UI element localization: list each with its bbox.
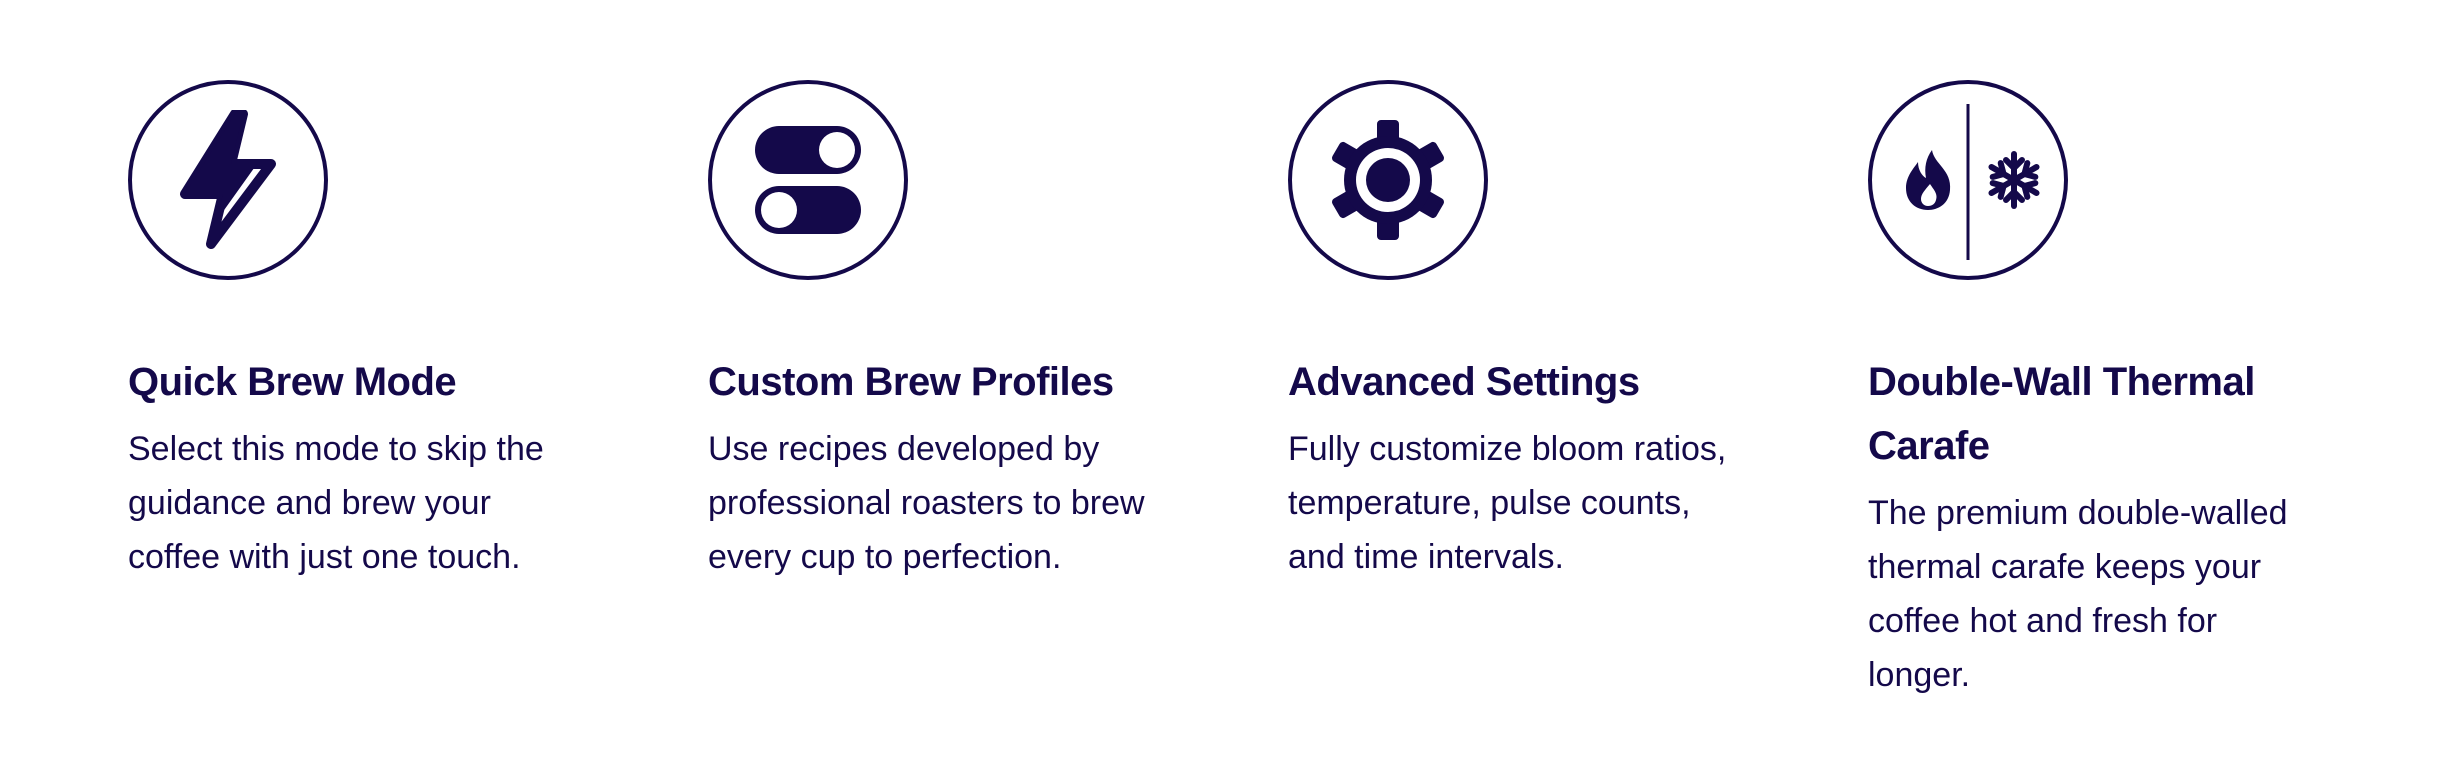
snowflake-icon	[1988, 151, 2040, 209]
feature-title: Double-Wall Thermal Carafe	[1868, 360, 2255, 468]
feature-advanced-settings: Advanced Settings Fully customize bloom …	[1288, 80, 1748, 584]
feature-custom-profiles: Custom Brew Profiles Use recipes develop…	[708, 80, 1168, 584]
feature-quick-brew: Quick Brew Mode Select this mode to skip…	[128, 80, 588, 584]
feature-thermal-carafe: Double-Wall Thermal Carafe The premium d…	[1868, 80, 2328, 702]
gear-icon	[1288, 80, 1488, 280]
lightning-bolt-icon	[128, 80, 328, 280]
flame-snowflake-icon	[1868, 80, 2068, 280]
feature-description: Use recipes developed by professional ro…	[708, 430, 1145, 576]
feature-description: Fully customize bloom ratios, temperatur…	[1288, 430, 1727, 576]
feature-title: Quick Brew Mode	[128, 360, 457, 404]
feature-title: Custom Brew Profiles	[708, 360, 1114, 404]
flame-icon	[1906, 150, 1951, 210]
feature-description: The premium double-walled thermal carafe…	[1868, 494, 2288, 694]
feature-description: Select this mode to skip the guidance an…	[128, 430, 544, 576]
toggle-switches-icon	[708, 80, 908, 280]
feature-title: Advanced Settings	[1288, 360, 1640, 404]
